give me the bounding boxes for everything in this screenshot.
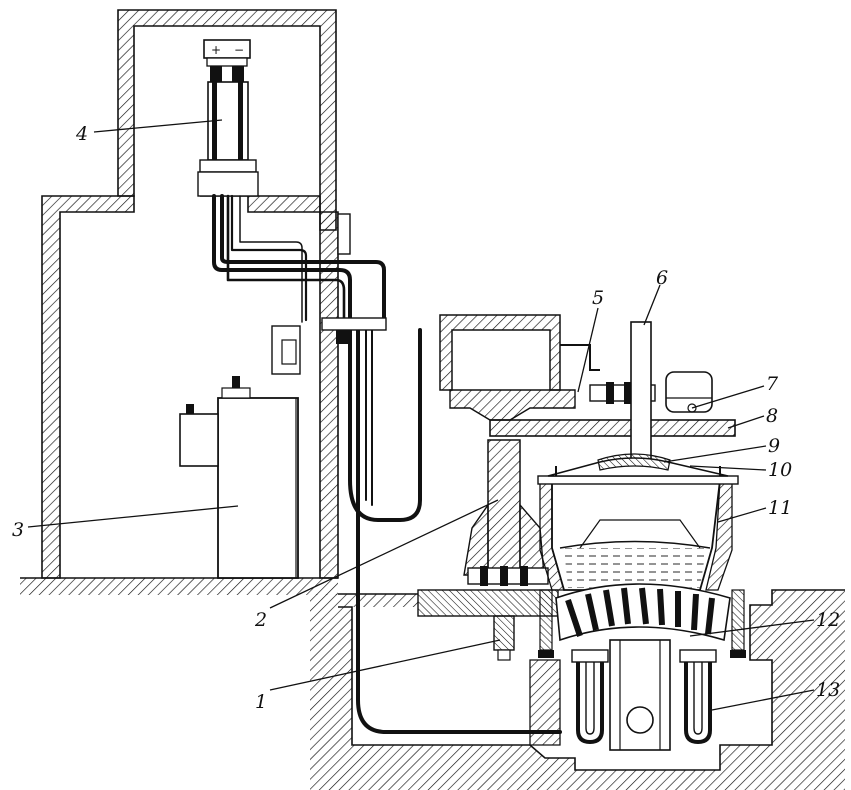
- callout-4: 4: [75, 123, 88, 145]
- leader-1: [269, 639, 501, 691]
- support-column: [463, 439, 549, 586]
- power-source-unit: + −: [197, 39, 259, 197]
- charging-hopper: [439, 314, 656, 421]
- minus-terminal: −: [234, 43, 244, 57]
- wall-bushing: [271, 317, 387, 375]
- leader-12: [689, 619, 815, 637]
- callout-11: 11: [768, 497, 792, 519]
- callout-1: 1: [255, 691, 267, 713]
- leader-4: [93, 119, 223, 133]
- leader-10: [689, 465, 767, 471]
- building-walls: [41, 9, 351, 579]
- ground-foundation: [20, 577, 845, 790]
- leader-13: [711, 689, 815, 711]
- callout-9: 9: [768, 435, 780, 457]
- cooling-loops: [571, 649, 717, 745]
- callout-3: 3: [12, 519, 24, 541]
- callout-7: 7: [766, 373, 779, 395]
- leader-6: [643, 284, 661, 326]
- leader-8: [727, 415, 765, 429]
- leader-11: [717, 507, 767, 523]
- furnace-shell: [537, 475, 739, 591]
- callout-13: 13: [816, 679, 840, 701]
- platform-beam: [489, 419, 736, 437]
- electrode-drive-motor: [665, 371, 713, 413]
- inductor-ring: [538, 583, 746, 658]
- furnace-roof: [547, 453, 729, 477]
- cable-bundle: [212, 194, 562, 734]
- callout-2: 2: [254, 609, 267, 631]
- plus-terminal: +: [211, 43, 221, 57]
- leader-7: [691, 385, 765, 409]
- callout-10: 10: [768, 459, 792, 481]
- leader-2: [269, 499, 499, 609]
- callout-8: 8: [766, 405, 778, 427]
- leader-3: [27, 505, 239, 528]
- leader-9: [663, 445, 767, 463]
- center-pedestal: [529, 639, 671, 751]
- anchor-bolt: [493, 615, 515, 661]
- leader-lines: [27, 119, 815, 711]
- callout-6: 6: [656, 267, 668, 289]
- leader-5: [577, 307, 599, 393]
- converter-cabinet: [179, 376, 299, 579]
- callout-5: 5: [592, 287, 604, 309]
- callout-labels: 1 2 3 4 5 6 7 8 9 10 11 12 13: [12, 123, 840, 713]
- callout-12: 12: [816, 609, 840, 631]
